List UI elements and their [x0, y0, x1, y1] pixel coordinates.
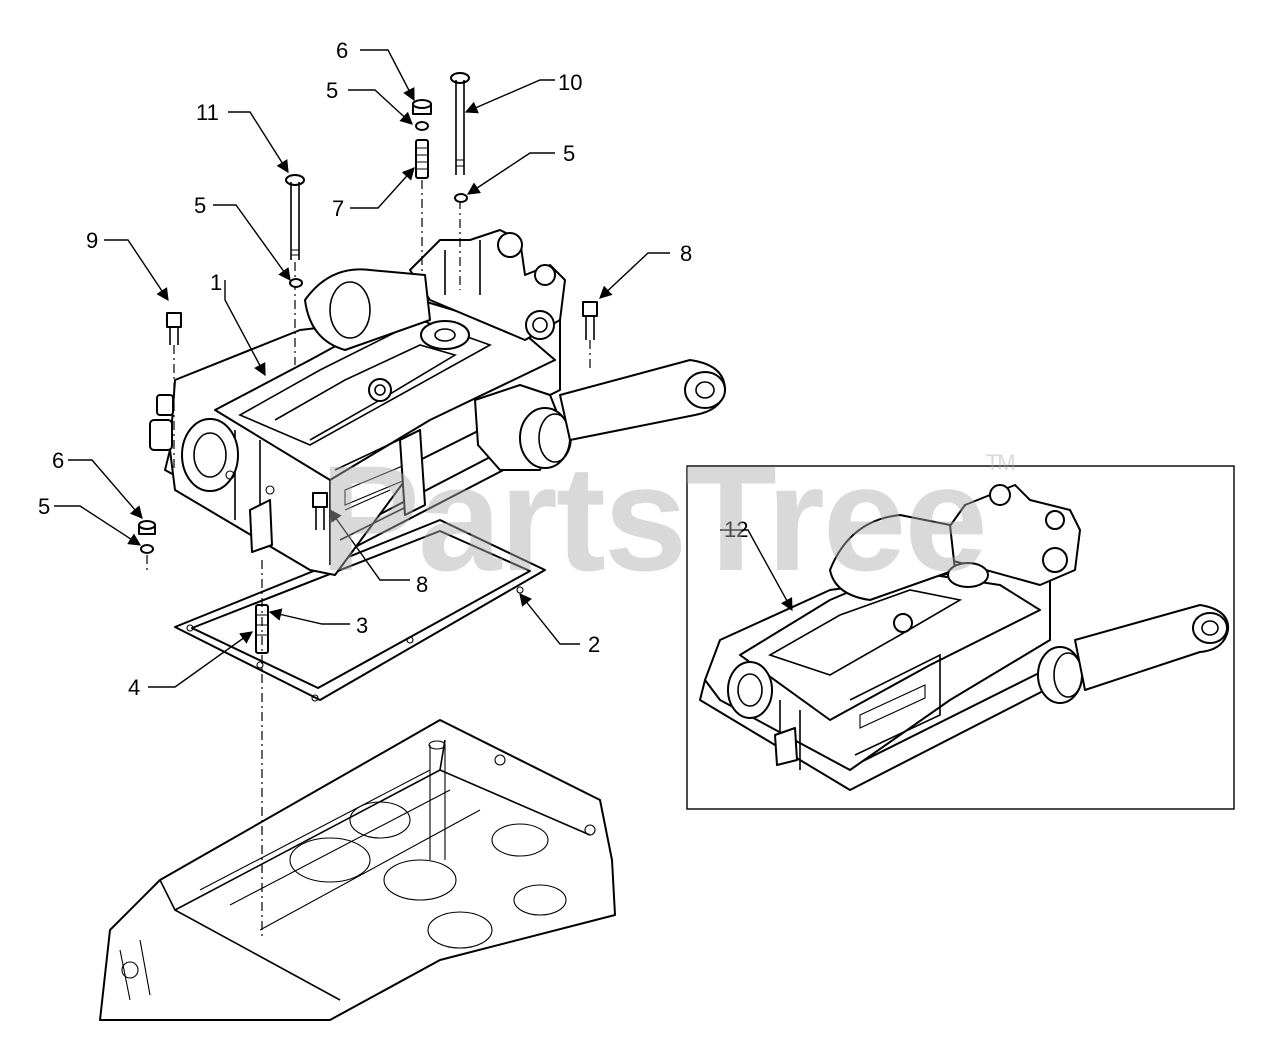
callout-3: 3	[356, 613, 368, 638]
transmission-housing	[99, 719, 616, 1021]
callout-2: 2	[588, 632, 600, 657]
washer-part-5-left	[289, 278, 303, 288]
callout-6-left: 6	[52, 448, 64, 473]
dowel-pin-part-3	[255, 560, 269, 940]
callout-8-right: 8	[680, 241, 692, 266]
nut-part-6-top	[412, 99, 432, 115]
callout-7: 7	[332, 196, 344, 221]
lift-cover-complete-part-12	[699, 484, 1230, 791]
bolt-part-8-front	[312, 492, 328, 530]
bolt-part-9	[166, 312, 182, 470]
gasket-part-2	[174, 519, 546, 702]
callout-11: 11	[196, 100, 219, 125]
washer-part-5-right	[454, 193, 468, 203]
callout-labels: 6 5 10 11 5 7 5 9 8 1 6 5 8 3 2 4	[38, 38, 692, 700]
bolt-part-11	[285, 174, 305, 365]
callout-5-right: 5	[563, 141, 575, 166]
callout-9: 9	[86, 228, 98, 253]
inset-complete-assembly: 12	[686, 465, 1235, 810]
callout-4: 4	[128, 675, 140, 700]
callout-6-top: 6	[336, 38, 348, 63]
callout-12: 12	[724, 517, 748, 542]
washer-part-5-top	[415, 121, 429, 131]
callout-5-left: 5	[194, 193, 206, 218]
leader-lines	[54, 49, 670, 688]
stud-part-7	[415, 139, 429, 275]
callout-10: 10	[558, 70, 582, 95]
nut-part-6-left	[138, 520, 156, 535]
washer-part-5-bottom-left	[140, 544, 154, 570]
bolt-part-8-right	[582, 301, 598, 370]
bolt-part-10	[450, 72, 470, 290]
lift-cover-assembly-part-1	[149, 229, 726, 576]
callout-1: 1	[210, 270, 222, 295]
callout-8-front: 8	[416, 572, 428, 597]
callout-5-bottom-left: 5	[38, 494, 50, 519]
callout-5-top: 5	[326, 78, 338, 103]
